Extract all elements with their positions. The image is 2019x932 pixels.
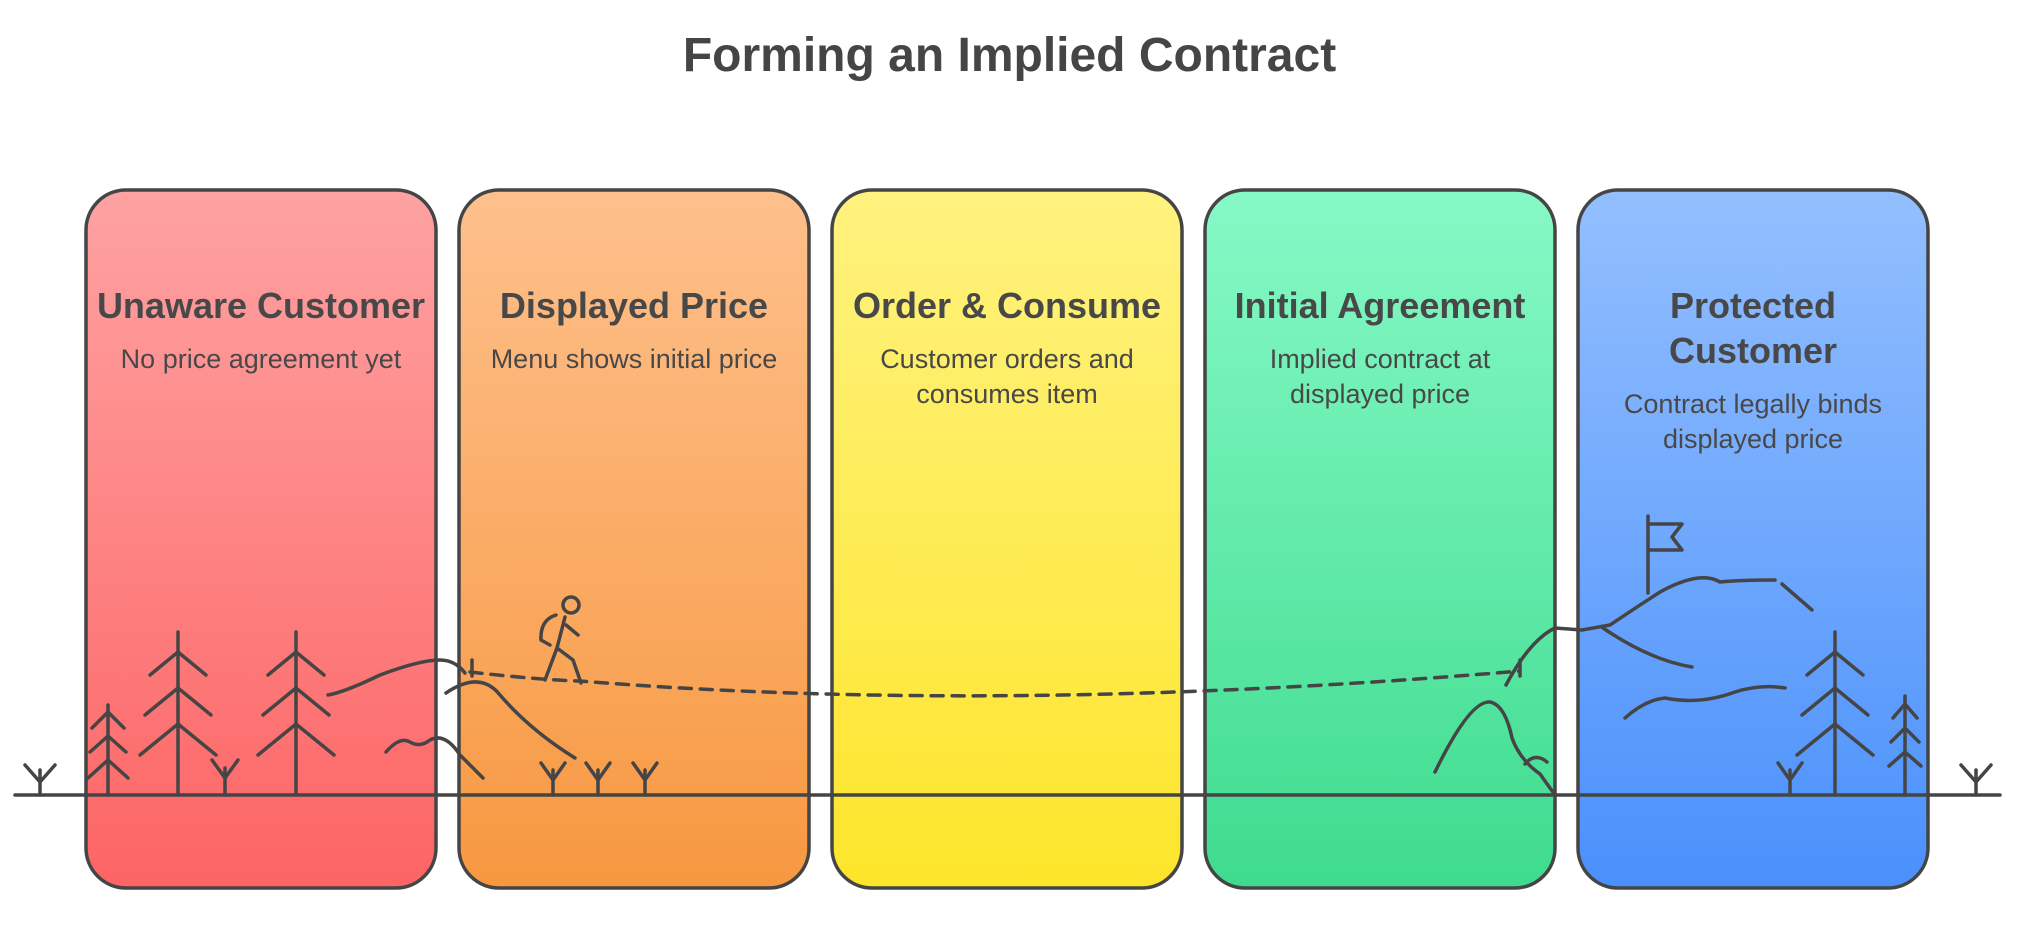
stage-title: Protected Customer (1668, 285, 1838, 371)
tree-icon (1887, 694, 1923, 797)
grass-icon (1959, 763, 1993, 797)
tree-icon (86, 703, 130, 797)
stage-title: Order & Consume (852, 285, 1162, 326)
stage-unaware-customer: Unaware Customer No price agreement yet (91, 283, 431, 377)
grass-icon (539, 761, 659, 797)
hiker-icon (539, 595, 583, 685)
grass-icon (1776, 761, 1804, 797)
tree-icon (138, 630, 218, 797)
stage-initial-agreement: Initial Agreement Implied contract at di… (1210, 283, 1550, 412)
stage-description: Customer orders and consumes item (880, 344, 1134, 409)
stage-panel-protected-customer (1576, 188, 1930, 890)
stage-panel-displayed-price (457, 188, 811, 890)
stage-panel-unaware-customer (84, 188, 438, 890)
stage-description: Menu shows initial price (490, 344, 778, 374)
hill-icon (326, 658, 577, 780)
stage-title: Displayed Price (499, 285, 769, 326)
stage-description: Contract legally binds displayed price (1623, 389, 1883, 454)
stage-displayed-price: Displayed Price Menu shows initial price (464, 283, 804, 377)
grass-icon (210, 758, 240, 797)
stage-protected-customer: Protected Customer Contract legally bind… (1583, 283, 1923, 457)
stage-title: Initial Agreement (1234, 285, 1526, 326)
diagram-title: Forming an Implied Contract (682, 29, 1337, 82)
tree-icon (1795, 630, 1875, 797)
tree-icon (256, 630, 336, 797)
grass-icon (23, 763, 57, 797)
stage-panel-order-consume (830, 188, 1184, 890)
flag-icon (1646, 514, 1684, 595)
stage-description: Implied contract at displayed price (1269, 344, 1491, 409)
mountain-icon (1433, 576, 1814, 797)
stage-order-consume: Order & Consume Customer orders and cons… (837, 283, 1177, 412)
stage-panel-initial-agreement (1203, 188, 1557, 890)
stage-title: Unaware Customer (96, 285, 426, 326)
stage-description: No price agreement yet (120, 344, 402, 374)
